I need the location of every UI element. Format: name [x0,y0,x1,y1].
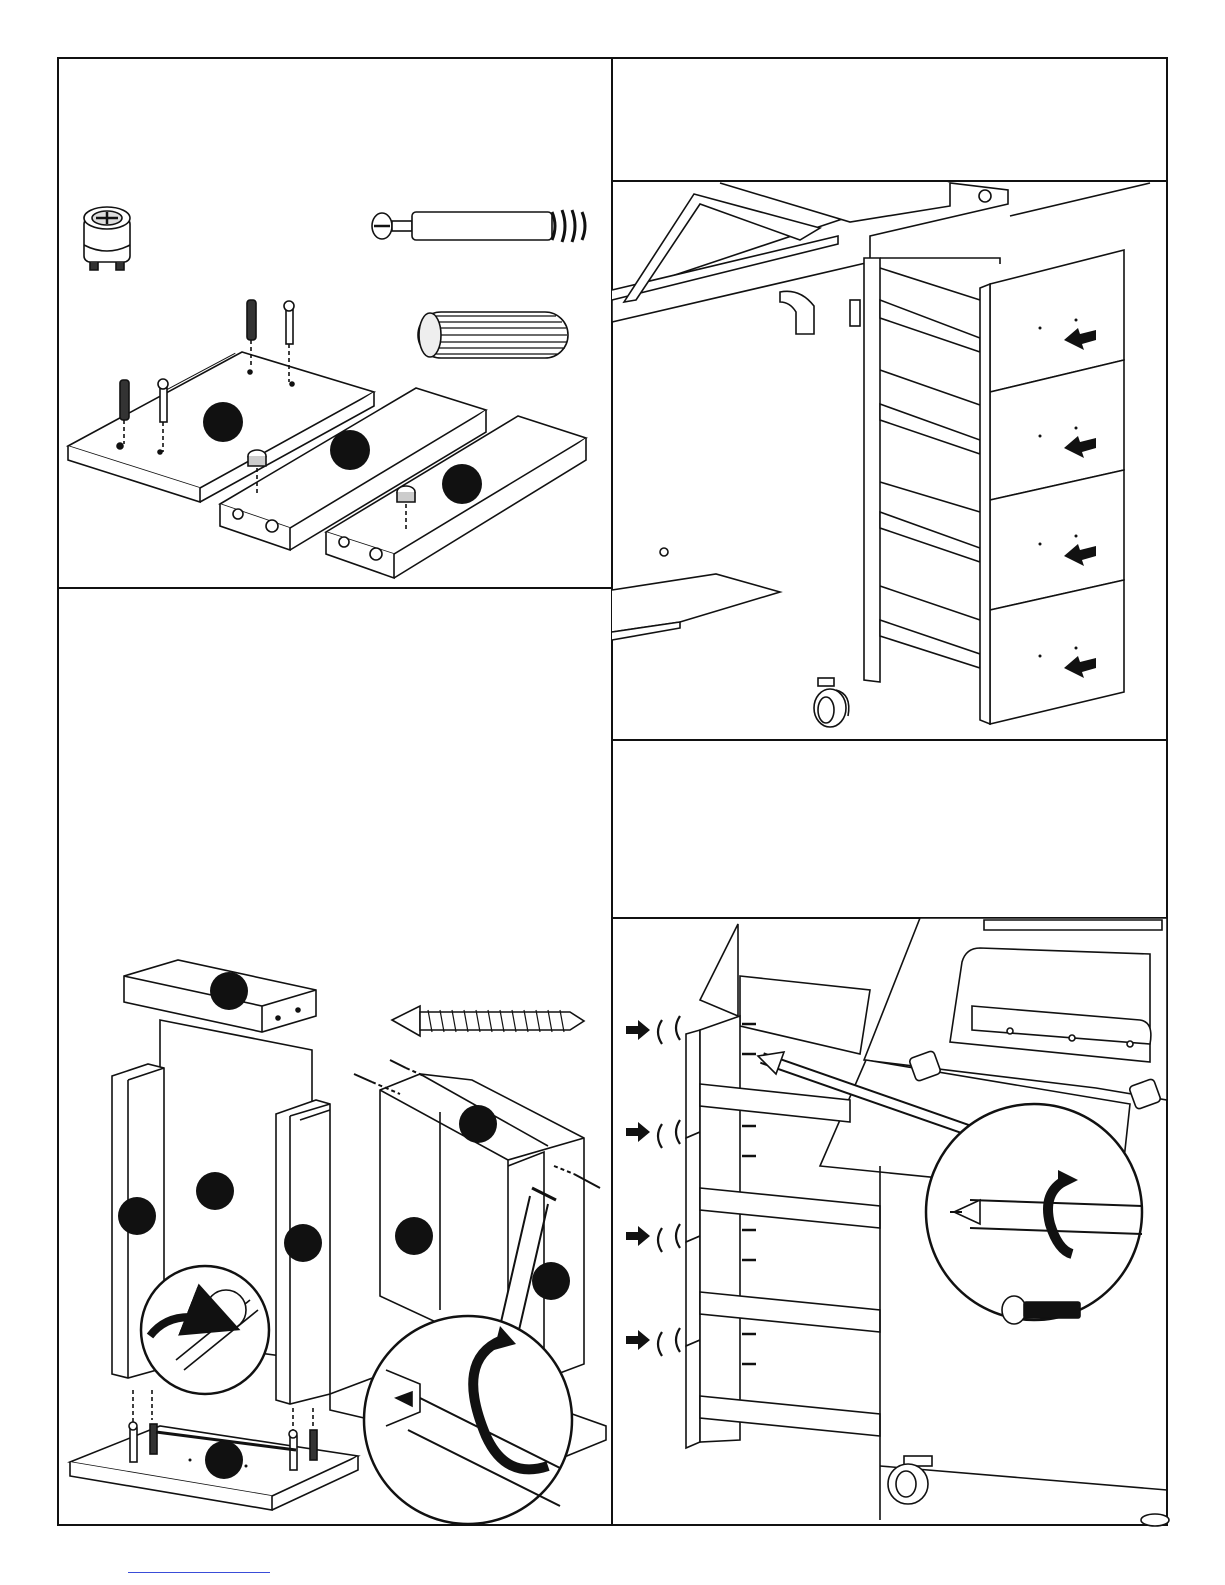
cam-lock-icon [84,207,130,270]
step-cabinet-frame [70,960,606,1524]
rotate-arrow-icon [141,1266,269,1394]
caster-wheel-icon [814,678,849,727]
step-cam-lock-parts [68,207,586,578]
step-drawer-handles [626,918,1169,1526]
drawer-handle-icon [658,1016,680,1356]
cam-bolt-icon [372,210,585,242]
footer-link-underline[interactable] [128,1572,270,1573]
drawer-icon [980,250,1124,724]
wood-dowel-icon [418,312,568,358]
step-drawers-installed [612,183,1150,727]
push-arrow-icon [626,1020,650,1350]
wood-screw-icon [392,1006,584,1036]
screwdriver-icon [926,1104,1142,1320]
caster-wheel-icon [888,1456,1169,1526]
drawer-icon [686,1016,880,1448]
